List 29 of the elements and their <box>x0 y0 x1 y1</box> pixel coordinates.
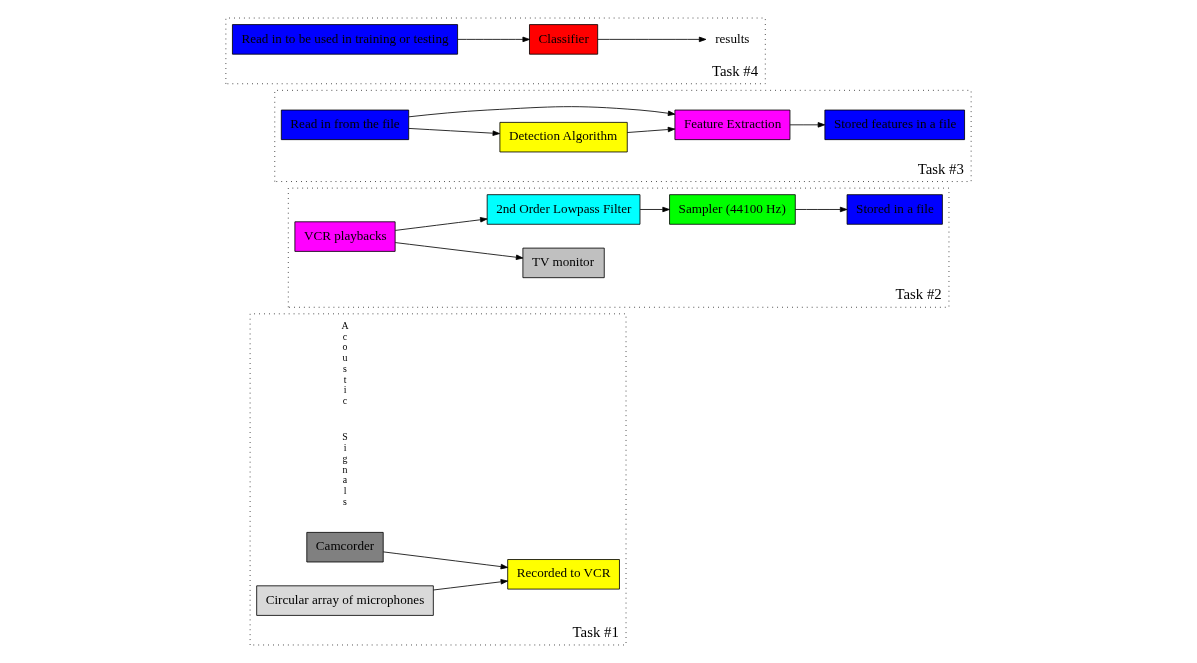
node-box: TV monitor <box>522 247 605 279</box>
arrow <box>433 579 508 591</box>
node-box: 2nd Order Lowpass Filter <box>486 194 641 225</box>
arrow <box>457 36 530 43</box>
node-box: Read in from the file <box>280 109 410 141</box>
node-box: Feature Extraction <box>674 109 791 141</box>
arrow <box>382 551 508 570</box>
label: Signals <box>342 431 348 507</box>
label: Acoustic <box>341 320 349 406</box>
node-box: Recorded to VCR <box>507 559 620 590</box>
arrow <box>408 106 676 118</box>
arrow <box>597 36 707 43</box>
arrow <box>394 217 488 231</box>
node-box: VCR playbacks <box>294 221 396 252</box>
node-box: Detection Algorithm <box>499 121 628 153</box>
arrow <box>408 128 500 136</box>
arrow <box>639 206 670 213</box>
arrow <box>394 242 524 260</box>
arrow <box>794 206 848 213</box>
node-box: Read in to be used in training or testing <box>232 24 458 55</box>
arrow <box>789 122 826 128</box>
arrow <box>626 126 676 133</box>
node-box: Stored features in a file <box>824 109 965 141</box>
node-box: Classifier <box>529 24 599 55</box>
node-text: results <box>715 30 750 46</box>
node-box: Sampler (44100 Hz) <box>669 194 796 225</box>
node-box: Stored in a file <box>846 194 943 225</box>
node-box: Camcorder <box>306 532 384 563</box>
node-box: Circular array of microphones <box>256 585 434 616</box>
